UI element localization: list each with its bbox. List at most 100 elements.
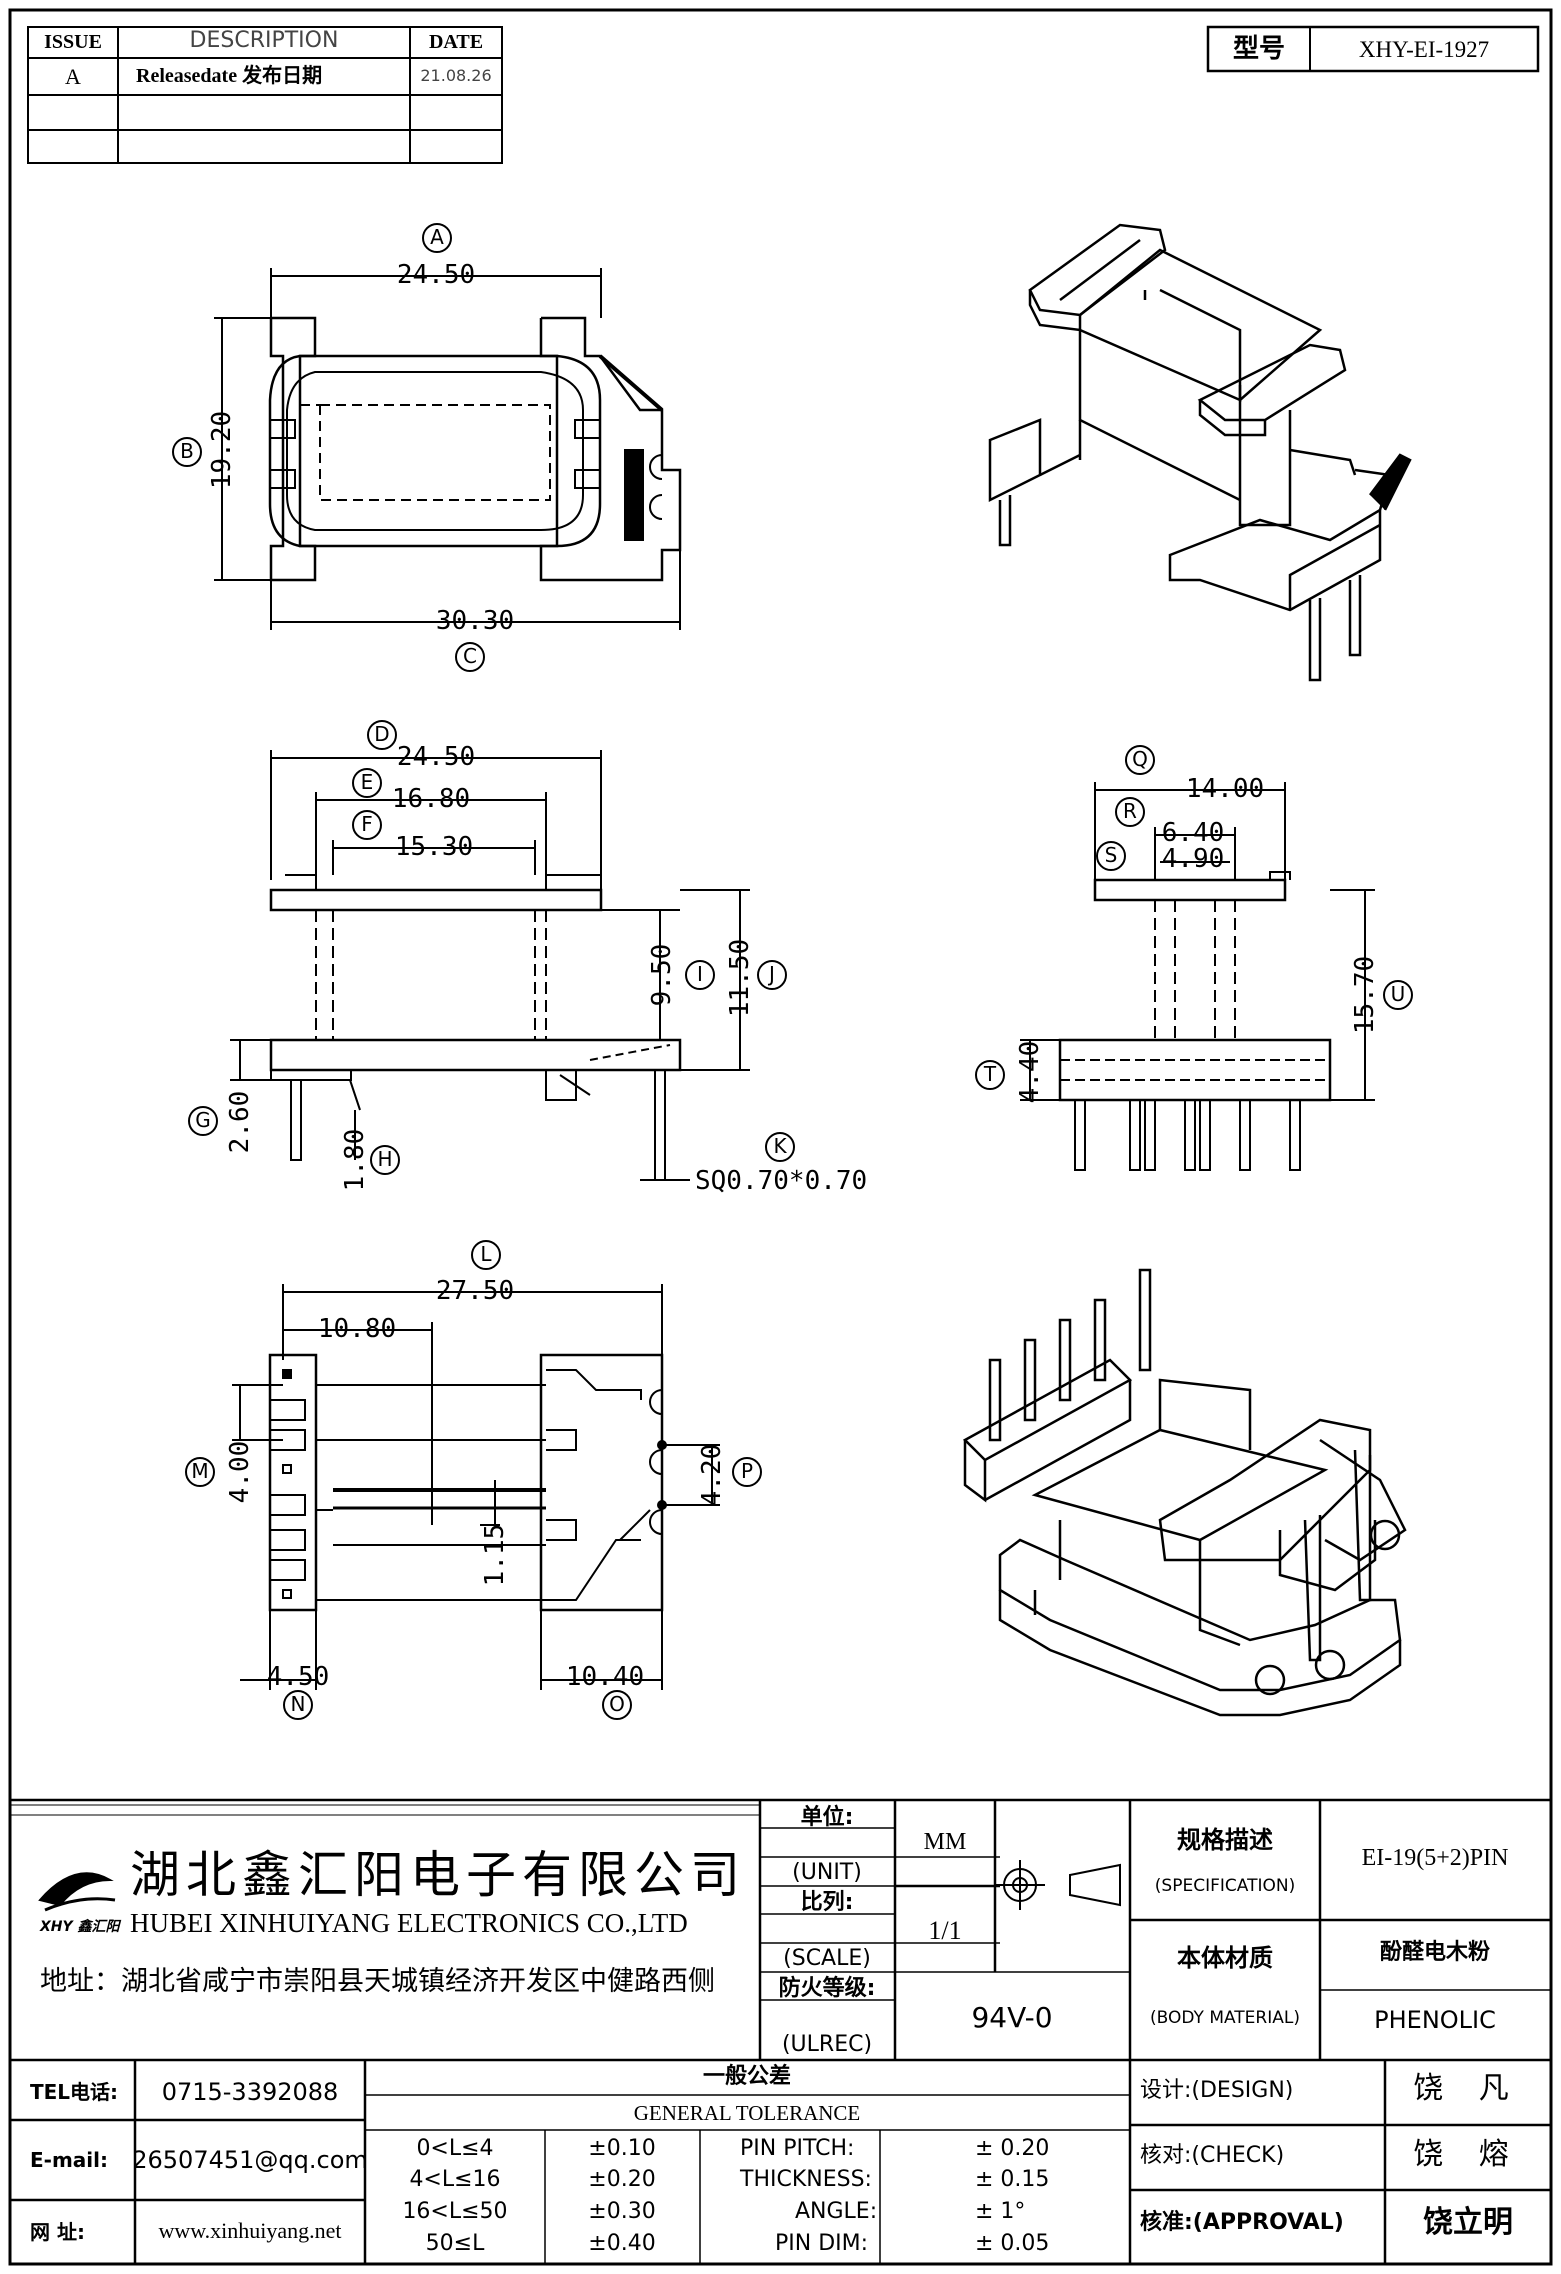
scale-value: 1/1 [928,1916,962,1945]
marker-p: P [740,1459,754,1483]
dim-front-d: 24.50 [396,742,476,772]
front-view [230,750,750,1181]
scale-label-en: (SCALE) [783,1946,871,1971]
web-label: 网 址: [30,2220,85,2244]
marker-e: E [360,770,374,794]
dim-front-e: 16.80 [391,784,471,814]
dim-front-f: 15.30 [394,832,474,862]
date-header: DATE [428,31,484,53]
marker-c: C [463,644,477,668]
dim-side-s: 4.90 [1161,844,1225,874]
bottom-view [232,1284,720,1690]
tol-value-4: ±0.40 [588,2231,656,2256]
marker-b: B [180,439,194,463]
description-header: DESCRIPTION [189,28,339,53]
tol-item-val-4: ± 0.05 [975,2231,1050,2256]
ulrec-label-cn: 防火等级: [778,1976,876,2001]
tol-item-angle: ANGLE: [795,2199,878,2224]
dim-bottom-x: 1.15 [480,1523,510,1587]
tol-item-thickness: THICKNESS: [740,2167,872,2192]
model-value: XHY-EI-1927 [1358,37,1490,62]
dim-top-c: 30.30 [435,606,515,636]
design-label: 设计:(DESIGN) [1140,2078,1294,2103]
tol-value-3: ±0.30 [588,2199,656,2224]
projection-symbol [995,1860,1121,1910]
marker-d: D [374,722,390,746]
company-name-en: HUBEI XINHUIYANG ELECTRONICS CO.,LTD [130,1908,688,1938]
ulrec-value: 94V-0 [971,2001,1053,2034]
date-value: 21.08.26 [420,66,492,85]
tel-label: TEL电话: [30,2080,119,2104]
marker-i: I [697,962,703,986]
dim-side-u: 15.70 [1350,955,1380,1035]
material-label-cn: 本体材质 [1177,1944,1273,1972]
dim-front-i: 9.50 [647,943,677,1007]
design-value: 饶 凡 [1413,2072,1523,2105]
check-value: 饶 熔 [1413,2138,1523,2171]
marker-j: J [769,962,775,986]
web-value: www.xinhuiyang.net [158,2218,342,2243]
issue-value: A [65,64,81,89]
check-label: 核对:(CHECK) [1140,2143,1285,2168]
tol-item-pin-dim: PIN DIM: [775,2231,869,2256]
tol-item-val-2: ± 0.15 [975,2167,1050,2192]
tol-value-1: ±0.10 [588,2136,656,2161]
dim-bottom-m: 4.00 [225,1440,255,1504]
ulrec-label-en: (ULREC) [781,2032,873,2057]
tol-value-2: ±0.20 [588,2167,656,2192]
approval-value: 饶立明 [1423,2206,1513,2239]
dim-front-j: 11.50 [725,938,755,1018]
marker-s: S [1104,843,1118,867]
dim-bottom-o: 10.40 [565,1662,645,1692]
marker-q: Q [1132,747,1148,771]
dim-front-h: 1.80 [340,1128,370,1192]
company-address: 地址：湖北省咸宁市崇阳县天城镇经济开发区中健路西侧 [40,1966,715,1996]
tol-item-val-3: ± 1° [975,2199,1026,2224]
issue-header: ISSUE [44,31,102,53]
dim-top-b: 19.20 [207,410,237,490]
email-value: 26507451@qq.com [132,2146,368,2174]
dim-side-t: 4.40 [1015,1040,1045,1104]
marker-f: F [361,812,373,836]
spec-label-cn: 规格描述 [1177,1826,1273,1854]
material-value-cn: 酚醛电木粉 [1379,1940,1491,1965]
tol-range-2: 4<L≤16 [409,2167,501,2192]
top-view [214,268,682,630]
marker-l: L [480,1242,492,1266]
scale-label-cn: 比列: [800,1890,854,1915]
tolerance-title-cn: 一般公差 [702,2064,792,2089]
side-view [1020,782,1375,1171]
dim-side-r: 6.40 [1161,818,1225,848]
issue-table-grid [27,26,503,164]
description-value: Releasedate 发布日期 [136,65,323,87]
dim-bottom-p: 4.20 [697,1443,727,1507]
marker-r: R [1123,799,1137,823]
spec-label-en: (SPECIFICATION) [1154,1876,1296,1896]
unit-label-cn: 单位: [800,1805,854,1830]
dimension-marker-circles [172,223,1413,1720]
company-name-cn: 湖北鑫汇阳电子有限公司 [130,1847,746,1903]
tol-range-1: 0<L≤4 [416,2136,494,2161]
iso-view-2 [962,1268,1407,1717]
iso-view-1 [988,223,1412,682]
marker-h: H [377,1147,393,1171]
dim-front-g: 2.60 [225,1090,255,1154]
company-logo-text: XHY 鑫汇阳 [40,1919,120,1935]
model-label: 型号 [1232,34,1286,64]
tolerance-title-en: GENERAL TOLERANCE [633,2101,861,2125]
marker-k: K [773,1134,787,1158]
marker-n: N [290,1692,306,1716]
company-logo-mark [38,1872,116,1912]
dim-bottom-l2: 10.80 [317,1314,397,1344]
marker-o: O [609,1692,625,1716]
material-value-en: PHENOLIC [1374,2006,1496,2034]
tel-value: 0715-3392088 [161,2078,339,2106]
marker-g: G [195,1108,211,1132]
dim-bottom-l: 27.50 [435,1276,515,1306]
title-block-grid [8,1798,1553,2266]
dim-top-a: 24.50 [396,260,476,290]
material-label-en: (BODY MATERIAL) [1150,2008,1300,2028]
marker-m: M [191,1459,209,1483]
